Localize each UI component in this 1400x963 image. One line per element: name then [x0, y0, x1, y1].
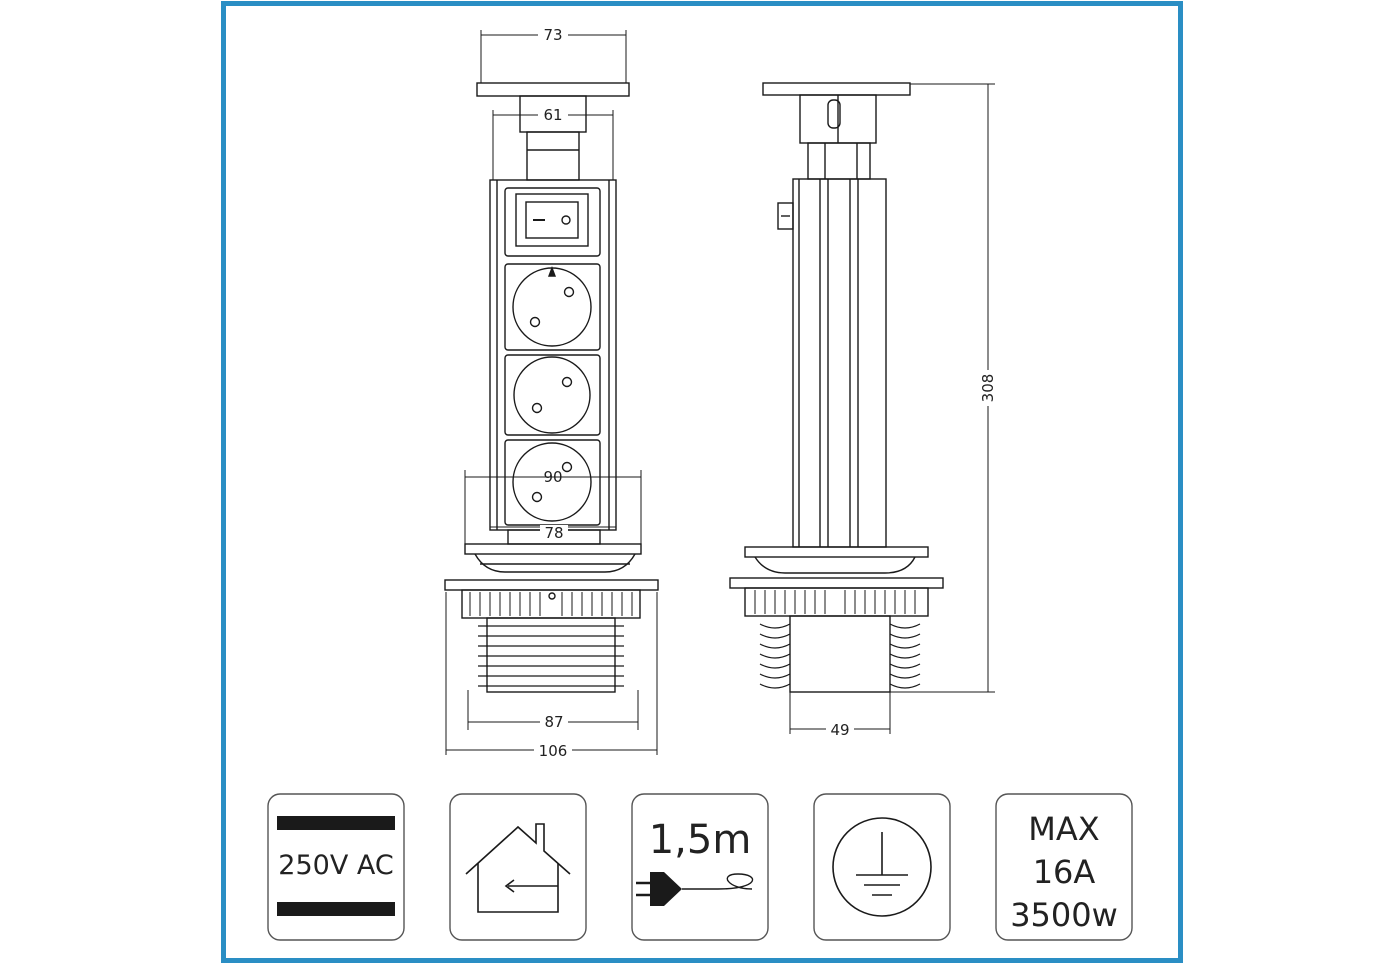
- socket-2: [504, 354, 601, 436]
- side-body: [792, 178, 887, 548]
- dim-base-outer: 106: [539, 742, 568, 760]
- front-neck-lower: [526, 131, 580, 181]
- front-flange: [444, 579, 659, 591]
- cable-card: 1,5m: [631, 793, 769, 941]
- side-switch: [777, 202, 794, 230]
- front-view: [444, 82, 659, 693]
- side-thread: [789, 615, 891, 693]
- dim-top-width: 73: [543, 26, 562, 44]
- voltage-bars-icon: [277, 816, 395, 916]
- front-top-cap: [476, 82, 630, 97]
- spec-cards: 250V AC 1,5m: [267, 793, 1133, 941]
- earthing-card: [813, 793, 951, 941]
- image-frame: [221, 1, 1183, 963]
- rocker-switch: [525, 201, 579, 239]
- voltage-card: 250V AC: [267, 793, 405, 941]
- dim-tube-width: 78: [544, 524, 563, 542]
- voltage-label: 250V AC: [278, 850, 393, 881]
- side-view: [729, 82, 944, 693]
- dim-neck-width: 61: [543, 106, 562, 124]
- plug-cable-icon: [636, 872, 754, 906]
- dim-flange-inner: 90: [543, 468, 562, 486]
- earth-ground-icon: [832, 817, 932, 917]
- power-max-label: MAX: [1028, 810, 1099, 848]
- side-dimensions: [789, 83, 995, 734]
- switch-frame: [515, 193, 589, 247]
- socket-1: [504, 263, 601, 351]
- side-flange: [729, 577, 944, 589]
- cable-length-label: 1,5m: [649, 817, 752, 863]
- house-arrow-icon: [465, 823, 571, 913]
- dimension-labels: 73 61 90 78 87 106 49 308: [534, 26, 997, 760]
- front-thread: [486, 617, 616, 693]
- front-collar-ring: [464, 543, 642, 555]
- power-current-label: 16A: [1033, 853, 1096, 891]
- dim-height: 308: [979, 374, 997, 403]
- dim-base-thread: 87: [544, 713, 563, 731]
- power-card: MAX 16A 3500w: [995, 793, 1133, 941]
- dim-side-base: 49: [830, 721, 849, 739]
- side-top-cap: [762, 82, 911, 96]
- power-watt-label: 3500w: [1010, 896, 1118, 934]
- switch-housing: [504, 187, 601, 257]
- indoor-card: [449, 793, 587, 941]
